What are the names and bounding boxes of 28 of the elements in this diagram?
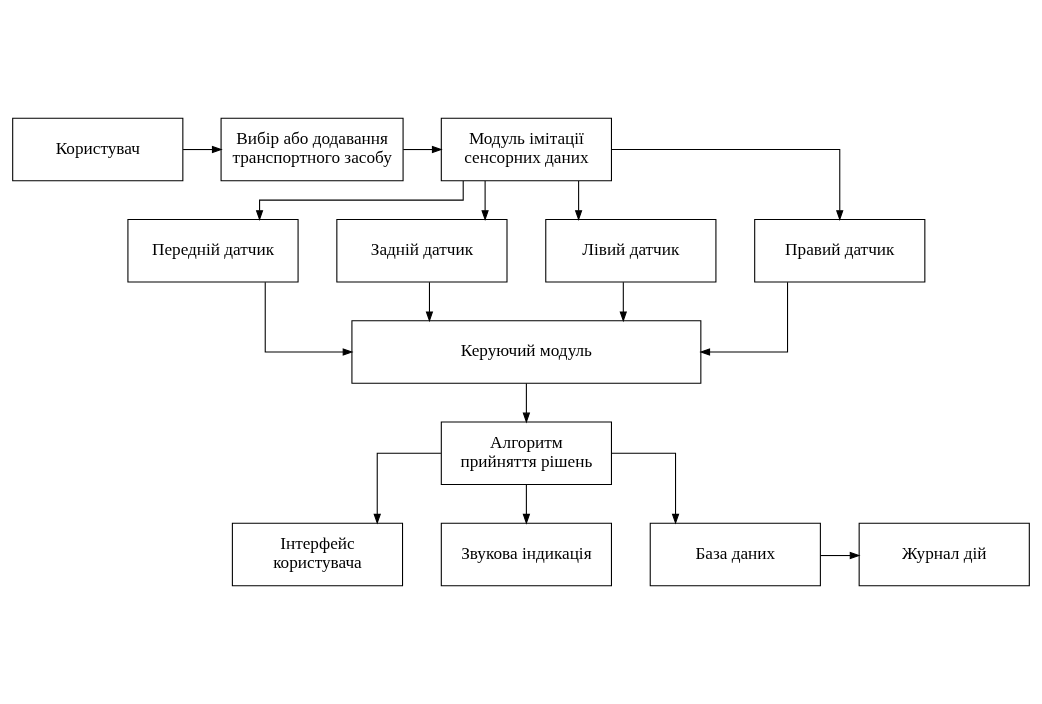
arrow [699, 281, 789, 356]
node-box: Модуль імітації сенсорних даних [440, 117, 612, 182]
node-box: Журнал дій [858, 522, 1030, 587]
arrow [820, 551, 861, 560]
node-box: Алгоритм прийняття рішень [440, 421, 612, 485]
node-box: Передній датчик [127, 219, 299, 283]
arrow [619, 281, 628, 323]
node-box: Правий датчик [754, 219, 926, 283]
node-box: Задній датчик [336, 219, 508, 283]
node-box: Лівий датчик [545, 219, 717, 283]
arrow [481, 180, 489, 221]
node-box: Користувач [12, 117, 184, 182]
arrow [373, 452, 442, 525]
node-box: Інтерфейс користувача [231, 522, 404, 587]
arrow [402, 145, 443, 154]
arrow [522, 484, 531, 525]
node-box: Звукова індикація [440, 522, 612, 587]
node-box: База даних [649, 522, 821, 587]
node-box: Керуючий модуль [351, 320, 702, 384]
arrow [611, 452, 680, 525]
arrow [182, 145, 223, 154]
node-box: Вибір або додавання транспортного засобу [220, 117, 404, 182]
arrow [574, 180, 583, 221]
arrow [255, 180, 464, 221]
arrow [611, 149, 844, 221]
arrow [264, 281, 354, 356]
arrow [522, 382, 531, 424]
arrow [425, 281, 434, 323]
